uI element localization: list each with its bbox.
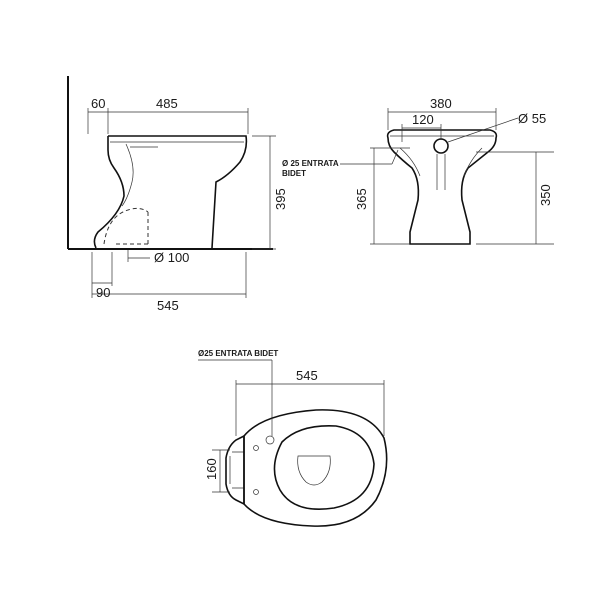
front-inner-left bbox=[399, 147, 421, 177]
front-dim-hole-diameter: Ø 55 bbox=[518, 111, 546, 126]
front-dim-380: 380 bbox=[430, 96, 452, 111]
side-bowl-outline bbox=[93, 135, 248, 249]
side-dim-90: 90 bbox=[96, 285, 110, 300]
side-outlet-dashed bbox=[103, 207, 149, 245]
top-mount-hole-bottom bbox=[253, 489, 259, 495]
side-dimensions bbox=[87, 108, 276, 298]
front-bowl-outline bbox=[386, 129, 498, 245]
top-hinge-block bbox=[225, 434, 245, 506]
front-center-divider bbox=[436, 154, 446, 190]
top-drain bbox=[297, 455, 331, 486]
top-hinge-inner bbox=[229, 451, 244, 489]
side-dim-60: 60 bbox=[91, 96, 105, 111]
front-flush-hole bbox=[433, 138, 449, 154]
front-bidet-note-line1: Ø 25 ENTRATA bbox=[282, 159, 339, 168]
top-view: Ø25 ENTRATA BIDET 545 160 bbox=[198, 349, 388, 527]
front-dimensions bbox=[340, 108, 554, 245]
front-bidet-note-line2: BIDET bbox=[282, 169, 306, 178]
side-dim-485: 485 bbox=[156, 96, 178, 111]
side-dim-545: 545 bbox=[157, 298, 179, 313]
top-dimensions bbox=[198, 359, 385, 493]
front-dim-350: 350 bbox=[538, 184, 553, 206]
top-bowl-outer bbox=[243, 409, 388, 527]
side-dim-395: 395 bbox=[273, 188, 288, 210]
front-inner-right bbox=[463, 147, 483, 177]
top-mount-hole-top bbox=[253, 445, 259, 451]
front-dim-365: 365 bbox=[354, 188, 369, 210]
side-dim-drain-diameter: Ø 100 bbox=[154, 250, 189, 265]
top-bidet-note: Ø25 ENTRATA BIDET bbox=[198, 349, 278, 358]
top-bowl-inner bbox=[273, 425, 375, 510]
top-dim-160: 160 bbox=[204, 458, 219, 480]
top-bidet-hole bbox=[265, 435, 275, 445]
front-view: 380 120 Ø 55 365 350 Ø 25 ENTRATA BIDET bbox=[282, 96, 554, 245]
side-inner-line bbox=[121, 143, 134, 207]
side-view: 60 485 395 Ø 100 90 545 bbox=[67, 76, 288, 313]
front-dim-120: 120 bbox=[412, 112, 434, 127]
top-dim-545: 545 bbox=[296, 368, 318, 383]
